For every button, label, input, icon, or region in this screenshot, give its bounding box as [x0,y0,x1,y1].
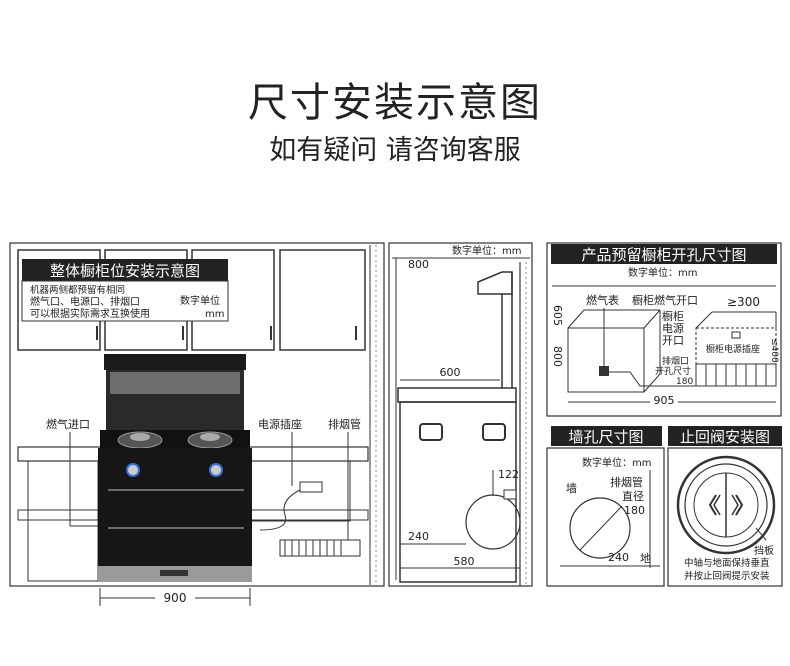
side-dimension-580: 580 [454,555,475,568]
cabinet-socket-label: 橱柜电源插座 [706,343,760,355]
cutout-dimension-ge300: ≥300 [727,295,760,309]
cutout-diagram: 产品预留橱柜开孔尺寸图 数字单位：mm 燃气表 橱柜燃气开口 橱柜 电源 开口 … [546,242,782,417]
cabinet-note-line2: 燃气口、电源口、排烟口 [30,295,140,308]
cutout-unit-label: 数字单位：mm [628,266,697,279]
cutout-dimension-605: 605 [551,305,564,326]
wall-unit-label: 数字单位：mm [582,456,651,469]
power-socket [299,481,323,493]
wall-heading: 墙孔尺寸图 [568,428,643,446]
cutout-dimension-800: 800 [551,346,564,367]
valve-note-line1: 中轴与地面保持垂直 [684,557,770,569]
cabinet-width-dimension: 900 [164,591,187,605]
side-dimension-240: 240 [408,530,429,543]
cutout-heading: 产品预留橱柜开孔尺寸图 [581,246,746,264]
side-dimension-122: 122 [498,468,519,481]
exhaust-pipe-label: 排烟管 [328,417,361,431]
stove-cabinet [98,448,252,566]
cabinet-note-line1: 机器两侧都预留有相同 [30,284,125,296]
cabinet-note-line3: 可以根据实际需求互换使用 [30,307,150,320]
baffle-label: 挡板 [754,544,774,557]
cabinet-diagram: 整体橱柜位安装示意图 机器两侧都预留有相同 燃气口、电源口、排烟口 可以根据实际… [9,242,385,606]
cabinet-unit-label: 数字单位 [180,294,220,307]
opening-label: 开口 [662,334,684,347]
wall-diameter-label: 直径 [622,489,644,503]
gas-inlet-label: 燃气进口 [46,417,90,431]
cabinet-gas-opening-label: 橱柜燃气开口 [632,293,698,307]
valve-note-line2: 并按止回阀提示安装 [684,570,770,582]
check-valve-diagram: 止回阀安装图 挡板 中轴与地面保持垂直 并按止回阀提示安装 [667,426,783,587]
side-unit-label: 数字单位：mm [452,244,521,257]
power-label: 电源 [662,321,684,335]
side-dimension-600: 600 [440,366,461,379]
cutout-dimension-le400: ≤400 [769,338,779,363]
cabinet-label: 橱柜 [662,309,684,323]
page-title: 尺寸安装示意图 [248,80,542,126]
side-view-diagram: 数字单位：mm 800 600 122 240 580 [388,242,533,587]
wall-dimension-240: 240 [608,551,629,564]
cabinet-heading: 整体橱柜位安装示意图 [50,262,200,280]
wall-label: 墙 [566,481,577,495]
cutout-dimension-905: 905 [654,394,675,407]
valve-heading: 止回阀安装图 [680,428,770,446]
ground-label: 地 [640,552,651,565]
gas-meter-label: 燃气表 [586,293,619,307]
wall-exhaust-label: 排烟管 [610,475,643,489]
cabinet-unit-value: mm [205,309,224,320]
range-hood-top [104,354,246,370]
exhaust-opening-label-2: 开孔尺寸 [655,365,691,377]
cutout-dimension-180: 180 [676,377,693,387]
exhaust-opening-label-1: 排烟口 [662,355,689,367]
wall-hole-diagram: 墙孔尺寸图 数字单位：mm 墙 排烟管 直径 180 240 地 [546,426,665,587]
power-socket-label: 电源插座 [258,417,302,431]
page-subtitle: 如有疑问 请咨询客服 [269,135,521,166]
side-dimension-800: 800 [408,258,429,271]
wall-dimension-180: 180 [624,504,645,517]
